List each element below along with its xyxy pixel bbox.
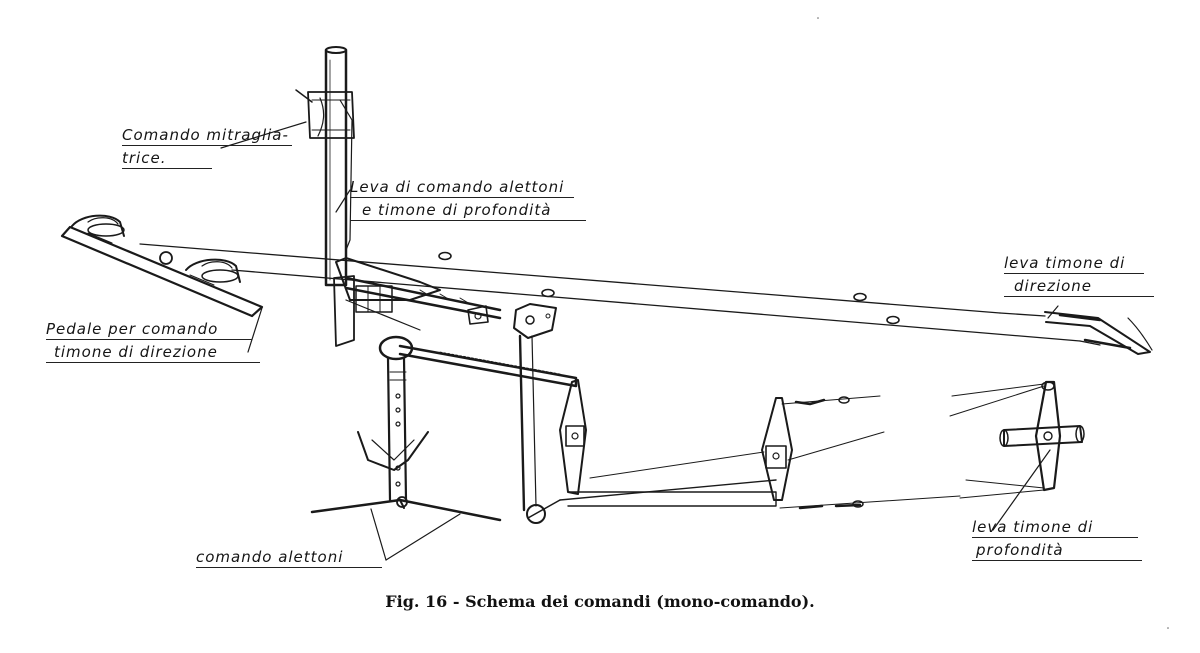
elevator-crank-1 — [559, 379, 777, 501]
control-stick — [324, 46, 353, 287]
torque-tube-assembly — [333, 257, 557, 347]
label-elevator-lever: leva timone di profondità — [972, 518, 1142, 561]
elevator-rod — [518, 334, 561, 524]
aileron-control — [310, 335, 502, 522]
label-aileron-control: comando alettoni — [196, 548, 382, 568]
push-rod — [398, 344, 578, 388]
rudder-lever — [1044, 311, 1153, 355]
elevator-lever — [949, 380, 1085, 499]
label-control-stick-line2: e timone di profondità — [350, 201, 586, 221]
label-elevator-lever-line2: profondità — [972, 541, 1142, 561]
label-pedal-line1: Pedale per comando — [46, 320, 252, 340]
label-rudder-lever: leva timone di direzione — [1004, 254, 1154, 297]
label-gun-control-line2: trice. — [122, 149, 212, 169]
label-control-stick: Leva di comando alettoni e timone di pro… — [350, 178, 586, 221]
label-elevator-lever-line1: leva timone di — [972, 518, 1138, 538]
leader-lines — [220, 121, 1059, 561]
label-gun-control: Comando mitraglia- trice. — [122, 126, 292, 169]
label-gun-control-line1: Comando mitraglia- — [122, 126, 292, 146]
label-pedal-line2: timone di direzione — [46, 343, 260, 363]
label-aileron-control-text: comando alettoni — [196, 548, 382, 568]
gun-trigger — [295, 89, 355, 139]
label-rudder-lever-line1: leva timone di — [1004, 254, 1144, 274]
label-rudder-lever-line2: direzione — [1004, 277, 1154, 297]
rudder-pedal-bar — [60, 214, 264, 318]
label-pedal: Pedale per comando timone di direzione — [46, 320, 260, 363]
rudder-cables — [139, 243, 1101, 346]
elevator-crank-2 — [567, 395, 961, 510]
label-control-stick-line1: Leva di comando alettoni — [350, 178, 574, 198]
cable-pulleys — [438, 251, 900, 325]
figure-caption: Fig. 16 - Schema dei comandi (mono-coman… — [385, 592, 815, 611]
